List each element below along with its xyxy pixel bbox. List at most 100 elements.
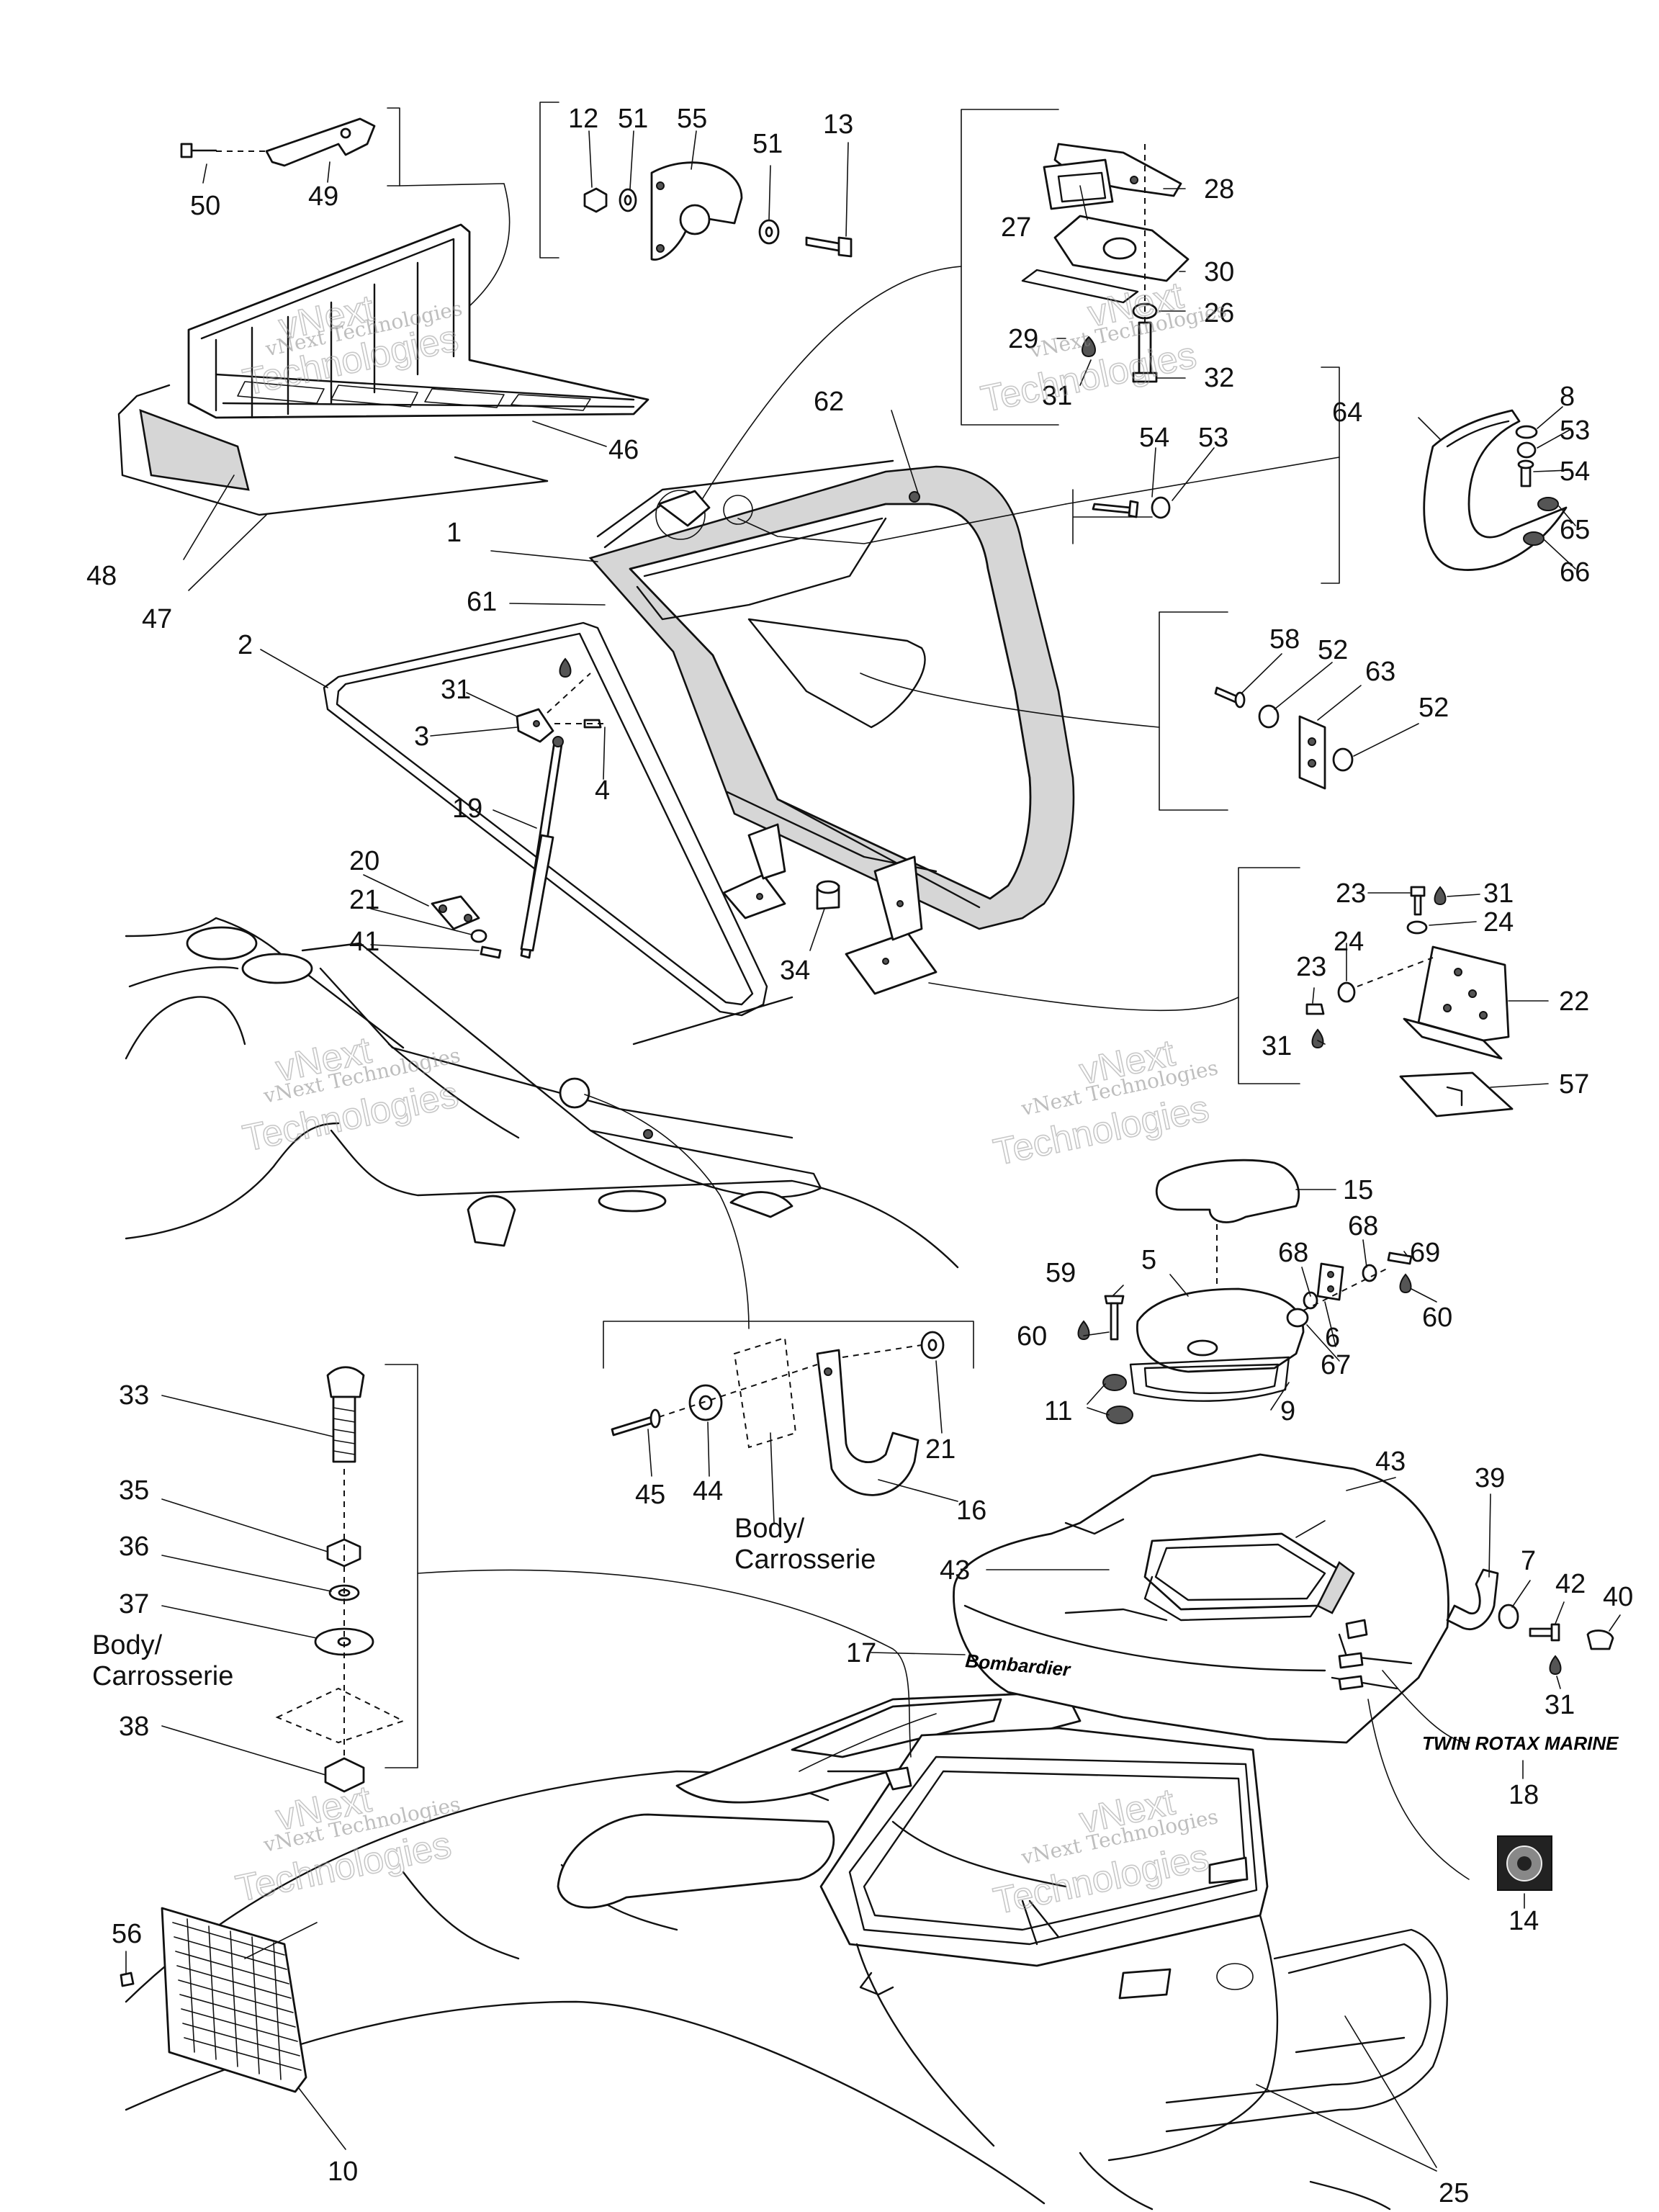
label-45: 45 — [635, 1480, 665, 1510]
label-46: 46 — [608, 435, 639, 465]
washer-52a — [1258, 704, 1280, 729]
plate-57 — [1399, 1071, 1514, 1118]
rack-strap-47 — [117, 384, 549, 516]
label-6: 6 — [1325, 1323, 1340, 1353]
label-65: 65 — [1560, 515, 1590, 545]
plug-11b — [1106, 1406, 1133, 1424]
label-41: 41 — [349, 927, 379, 957]
label-69: 69 — [1410, 1238, 1440, 1268]
label-11: 11 — [1044, 1396, 1072, 1426]
carrosserie-label-2: Carrosserie — [92, 1661, 233, 1691]
rivet-54a — [1092, 500, 1139, 518]
label-52a: 52 — [1318, 635, 1348, 665]
spacer-44 — [688, 1384, 723, 1421]
screw-50 — [180, 143, 217, 158]
watermark-5: vNext vNext Technologies Technologies — [232, 1778, 462, 1911]
label-43a: 43 — [1375, 1447, 1406, 1477]
label-16: 16 — [956, 1496, 986, 1526]
hatch-plate-15 — [1155, 1159, 1300, 1223]
label-15: 15 — [1343, 1175, 1373, 1205]
label-39: 39 — [1475, 1463, 1505, 1493]
grommet-65 — [1537, 497, 1559, 511]
label-38: 38 — [119, 1712, 149, 1742]
emblem-14 — [1497, 1835, 1552, 1891]
label-58: 58 — [1269, 624, 1300, 655]
label-18: 18 — [1509, 1780, 1539, 1810]
screw-42 — [1529, 1623, 1560, 1642]
label-20: 20 — [349, 846, 379, 876]
label-50: 50 — [190, 191, 220, 221]
label-44: 44 — [693, 1476, 723, 1506]
label-48: 48 — [86, 561, 117, 591]
screw-69 — [1387, 1251, 1413, 1265]
label-23b: 23 — [1296, 952, 1326, 982]
label-24a: 24 — [1483, 907, 1514, 938]
body-panel-dashed-2 — [275, 1687, 405, 1744]
label-31d: 31 — [1262, 1031, 1292, 1061]
label-12: 12 — [568, 104, 598, 134]
label-42: 42 — [1555, 1569, 1586, 1599]
label-53a: 53 — [1198, 423, 1228, 453]
hinge-bracket-22 — [1403, 945, 1510, 1060]
label-32: 32 — [1204, 363, 1234, 393]
washer-52b — [1332, 747, 1354, 772]
leader-lines — [125, 130, 1621, 2172]
hinge-detail — [655, 490, 753, 540]
label-53b: 53 — [1560, 415, 1590, 446]
label-21b: 21 — [925, 1434, 956, 1465]
part-labels: 50 49 12 51 55 51 13 28 27 30 26 29 32 3… — [86, 104, 1633, 2208]
washer-53b — [1516, 441, 1537, 459]
label-30: 30 — [1204, 257, 1234, 287]
washer-24a — [1406, 920, 1428, 935]
label-61: 61 — [467, 587, 497, 617]
hinge-strap-62 — [909, 491, 920, 503]
bolt-33 — [326, 1366, 365, 1463]
label-43b: 43 — [940, 1555, 970, 1586]
rack-bracket-49 — [216, 117, 376, 167]
screw-23a — [1410, 886, 1426, 916]
rivet-58 — [1214, 686, 1246, 709]
cap-40 — [1586, 1629, 1614, 1650]
label-63: 63 — [1365, 657, 1395, 687]
label-36: 36 — [119, 1532, 149, 1562]
label-13: 13 — [823, 109, 853, 140]
bracket-55 — [650, 161, 743, 261]
sealant-60b — [1399, 1273, 1412, 1294]
label-29: 29 — [1008, 324, 1038, 354]
washer-21b — [920, 1331, 945, 1359]
label-47: 47 — [142, 604, 172, 634]
label-54a: 54 — [1139, 423, 1169, 453]
body-label-1: Body/ — [734, 1514, 805, 1544]
label-21a: 21 — [349, 885, 379, 915]
screw-59 — [1104, 1295, 1125, 1341]
sealant-31c — [1434, 886, 1447, 906]
label-2: 2 — [238, 630, 253, 660]
label-68b: 68 — [1348, 1211, 1378, 1241]
label-31c: 31 — [1483, 878, 1514, 909]
strap-16 — [816, 1349, 920, 1496]
label-8: 8 — [1560, 382, 1575, 412]
cover-64 — [1423, 409, 1568, 571]
label-7: 7 — [1521, 1546, 1536, 1576]
washer-68b — [1362, 1264, 1377, 1282]
sealant-31a — [1082, 336, 1096, 358]
sealant-31d — [1311, 1028, 1324, 1049]
lid-seal-2 — [323, 621, 768, 1017]
grommet-66 — [1523, 531, 1545, 546]
handle-39 — [1446, 1568, 1499, 1630]
label-1: 1 — [446, 518, 462, 548]
label-68a: 68 — [1278, 1238, 1308, 1268]
washer-51a — [619, 188, 637, 212]
hinge-plate-3 — [516, 708, 554, 743]
label-3: 3 — [414, 721, 429, 752]
hinge-bracket-lower — [722, 823, 938, 995]
label-55: 55 — [677, 104, 707, 134]
label-40: 40 — [1603, 1582, 1633, 1612]
rivet-45 — [611, 1408, 661, 1437]
watermark-3: vNext vNext Technologies Technologies — [239, 1029, 463, 1161]
storage-lid-61 — [588, 465, 1075, 930]
washer-8 — [1515, 425, 1538, 439]
label-10: 10 — [328, 2157, 358, 2187]
hatch-cover-5 — [1136, 1287, 1305, 1373]
label-49: 49 — [308, 181, 338, 212]
